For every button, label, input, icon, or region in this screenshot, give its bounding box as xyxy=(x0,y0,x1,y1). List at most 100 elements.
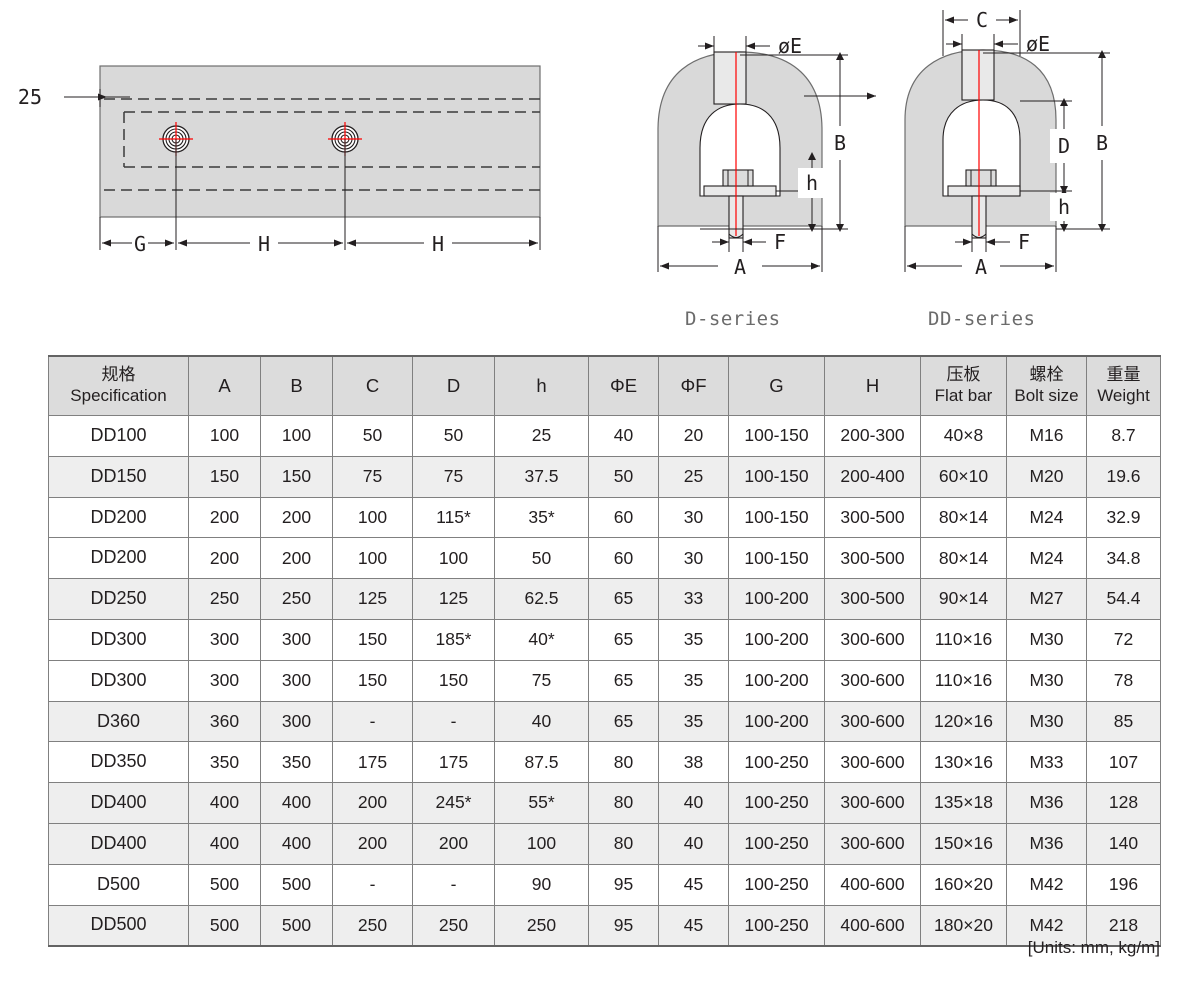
cell-hh: 300-600 xyxy=(824,822,921,865)
cell-h: 40 xyxy=(494,700,589,743)
cell-spec-name: DD150 xyxy=(48,455,189,498)
d-series-group: øE B h xyxy=(657,34,876,279)
table-header-a: A xyxy=(188,355,261,416)
d-series-sleeve xyxy=(713,51,747,105)
dd-series-dim-B: B xyxy=(983,50,1116,232)
plan-view-group: 25 G H H xyxy=(18,65,541,256)
cell-h: 25 xyxy=(494,415,589,457)
cell-hh: 300-600 xyxy=(824,618,921,661)
cell-b: 300 xyxy=(260,618,333,661)
d-series-label-F: F xyxy=(774,230,786,254)
dim-label-25: 25 xyxy=(18,85,42,109)
table-header-hh: H xyxy=(824,355,921,416)
cell-h: 87.5 xyxy=(494,741,589,784)
cell-spec-name: DD500 xyxy=(48,904,189,948)
dd-series-washer xyxy=(947,185,1021,197)
cell-a: 500 xyxy=(188,863,261,906)
cell-d: 75 xyxy=(412,455,495,498)
cell-phie: 65 xyxy=(588,659,659,702)
cell-phif: 25 xyxy=(658,455,729,498)
cell-g: 100-150 xyxy=(728,415,825,457)
cell-a: 250 xyxy=(188,578,261,620)
cell-phif: 33 xyxy=(658,578,729,620)
dim-H-1: H xyxy=(178,232,343,256)
dim-label-H-2: H xyxy=(432,232,444,256)
cell-hh: 400-600 xyxy=(824,904,921,948)
header-label-en: Specification xyxy=(70,386,167,405)
d-series-washer xyxy=(703,185,777,197)
table-header-phie: ΦE xyxy=(588,355,659,416)
cell-h: 55* xyxy=(494,782,589,824)
dd-series-label-F: F xyxy=(1018,230,1030,254)
cell-g: 100-200 xyxy=(728,659,825,702)
cell-g: 100-150 xyxy=(728,455,825,498)
cell-h: 90 xyxy=(494,863,589,906)
drawings-svg: .ln { stroke:#231f20; stroke-width:1.3; … xyxy=(18,8,1116,279)
d-series-nut xyxy=(722,169,754,187)
cell-spec-name: DD300 xyxy=(48,659,189,702)
dd-series-label-A: A xyxy=(975,255,987,279)
cell-hh: 300-600 xyxy=(824,782,921,824)
cell-hh: 300-500 xyxy=(824,537,921,580)
cell-weight: 19.6 xyxy=(1086,455,1161,498)
cell-weight: 85 xyxy=(1086,700,1161,743)
cell-b: 250 xyxy=(260,578,333,620)
cell-phie: 65 xyxy=(588,618,659,661)
cell-b: 200 xyxy=(260,496,333,539)
cell-phie: 95 xyxy=(588,904,659,948)
cell-phie: 50 xyxy=(588,455,659,498)
cell-a: 100 xyxy=(188,415,261,457)
header-label-cn: 螺栓 xyxy=(1029,365,1064,385)
cell-bolt: M33 xyxy=(1006,741,1087,784)
header-label-cn: 压板 xyxy=(946,365,981,385)
cell-bolt: M20 xyxy=(1006,455,1087,498)
cell-weight: 54.4 xyxy=(1086,578,1161,620)
cell-phif: 20 xyxy=(658,415,729,457)
cell-h: 250 xyxy=(494,904,589,948)
dim-H-2: H xyxy=(347,232,538,256)
cell-weight: 78 xyxy=(1086,659,1161,702)
cell-g: 100-250 xyxy=(728,741,825,784)
cell-bolt: M27 xyxy=(1006,578,1087,620)
cell-spec-name: DD100 xyxy=(48,415,189,457)
header-label-en: Bolt size xyxy=(1014,386,1079,405)
cell-spec-name: DD300 xyxy=(48,618,189,661)
units-note: [Units: mm, kg/m] xyxy=(1027,938,1160,957)
cell-b: 100 xyxy=(260,415,333,457)
cell-hh: 200-300 xyxy=(824,415,921,457)
cell-b: 500 xyxy=(260,863,333,906)
cell-phif: 45 xyxy=(658,863,729,906)
cell-phie: 80 xyxy=(588,741,659,784)
cell-flatbar: 60×10 xyxy=(920,455,1007,498)
cell-phif: 38 xyxy=(658,741,729,784)
cell-d: 100 xyxy=(412,537,495,580)
cell-a: 360 xyxy=(188,700,261,743)
cell-d: - xyxy=(412,700,495,743)
dd-series-label-h: h xyxy=(1058,195,1070,219)
technical-drawings-region: .ln { stroke:#231f20; stroke-width:1.3; … xyxy=(0,0,1200,345)
dd-series-group: C øE B xyxy=(904,8,1116,279)
cell-bolt: M30 xyxy=(1006,700,1087,743)
cell-bolt: M36 xyxy=(1006,822,1087,865)
cell-bolt: M42 xyxy=(1006,863,1087,906)
cell-spec-name: DD250 xyxy=(48,578,189,620)
cell-flatbar: 120×16 xyxy=(920,700,1007,743)
cell-phie: 65 xyxy=(588,700,659,743)
table-header-g: G xyxy=(728,355,825,416)
cell-g: 100-200 xyxy=(728,700,825,743)
cell-spec-name: D360 xyxy=(48,700,189,743)
cell-a: 350 xyxy=(188,741,261,784)
d-series-label-B: B xyxy=(834,131,846,155)
cell-h: 50 xyxy=(494,537,589,580)
d-series-dim-phiE: øE xyxy=(698,34,802,58)
cell-c: 75 xyxy=(332,455,413,498)
header-label-en: Weight xyxy=(1097,386,1150,405)
